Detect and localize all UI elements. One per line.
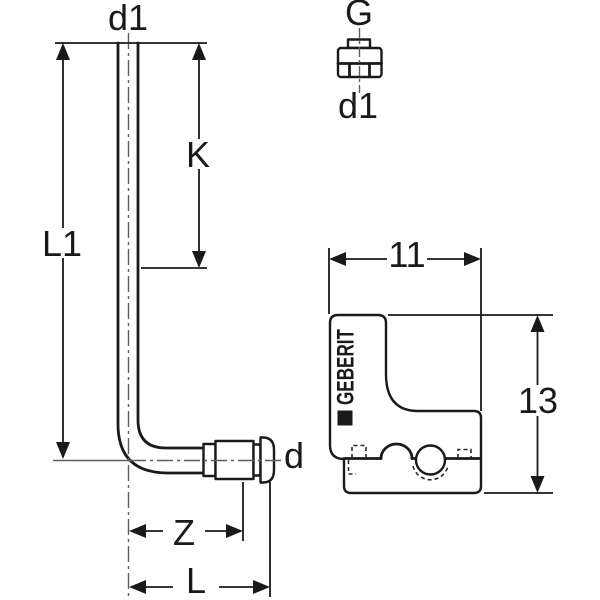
- clip-hole-hidden-arc: [412, 465, 449, 481]
- label-d1-top: d1: [108, 0, 148, 38]
- arrowhead-up-icon: [56, 43, 70, 60]
- elbow-view: d1 d: [53, 0, 304, 597]
- arrowhead-left-icon: [129, 580, 146, 594]
- arrowhead-right-icon: [464, 252, 481, 266]
- label-Z: Z: [173, 512, 195, 553]
- label-d: d: [284, 435, 304, 476]
- bracket-view: GEBERIT: [328, 313, 483, 495]
- arrowhead-down-icon: [530, 476, 545, 493]
- arrowhead-down-icon: [192, 251, 206, 268]
- label-13: 13: [518, 380, 558, 421]
- label-G: G: [345, 0, 373, 33]
- geberit-logo-square: [337, 410, 353, 426]
- label-L1: L1: [42, 223, 82, 264]
- clamp-scallop-arc: [379, 442, 414, 460]
- arrowhead-up-icon: [192, 43, 206, 60]
- arrowhead-left-icon: [329, 252, 346, 266]
- label-d1-thread: d1: [338, 85, 378, 126]
- hidden-detail-left-lower: [347, 460, 356, 475]
- label-K: K: [186, 134, 210, 175]
- thread-section-view: G d1: [336, 0, 383, 126]
- arrowhead-down-icon: [56, 442, 70, 459]
- label-11: 11: [388, 234, 425, 275]
- arrowhead-right-icon: [253, 580, 270, 594]
- clip-hole-circle: [414, 444, 447, 476]
- elbow-dimensions: L1 K Z L: [42, 43, 271, 600]
- bracket-outline: [328, 313, 483, 495]
- bracket-dimensions: 11 13: [328, 234, 558, 494]
- hidden-detail-right: [457, 448, 472, 458]
- arrowhead-left-icon: [129, 524, 146, 538]
- pipe-outer-edge: [116, 41, 207, 475]
- label-L: L: [186, 560, 206, 600]
- arrowhead-right-icon: [226, 524, 243, 538]
- arrowhead-up-icon: [530, 315, 545, 332]
- geberit-logo-text: GEBERIT: [333, 329, 360, 405]
- pipe-inner-edge: [136, 41, 207, 450]
